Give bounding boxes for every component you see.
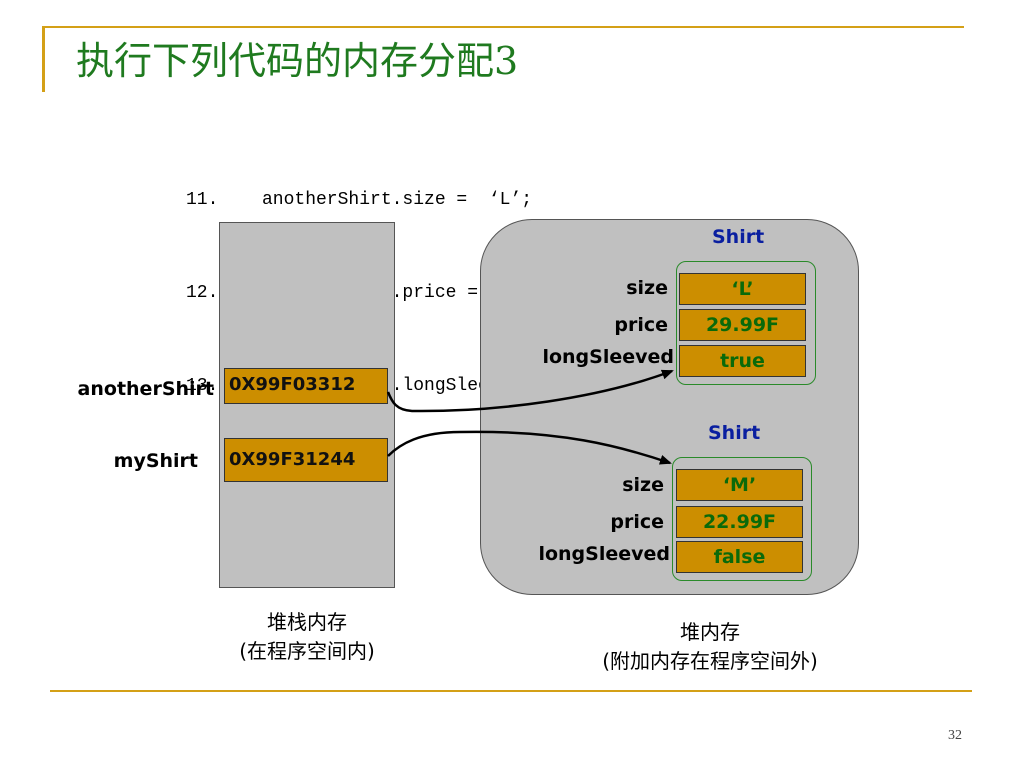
field-label-longsleeved: longSleeved bbox=[538, 543, 670, 565]
field-label-price: price bbox=[614, 314, 668, 336]
object-border bbox=[676, 261, 816, 385]
field-label-size: size bbox=[626, 277, 668, 299]
arrow-myshirt-to-object2 bbox=[387, 430, 672, 465]
object-class-name: Shirt bbox=[712, 226, 765, 248]
code-line: 11. anotherShirt.size = ‘L’; bbox=[186, 185, 608, 216]
stack-ref-cell-anothershirt: 0X99F03312 bbox=[224, 368, 388, 404]
field-label-longsleeved: longSleeved bbox=[542, 346, 674, 368]
top-rule bbox=[42, 26, 964, 28]
stack-caption-line1: 堆栈内存 bbox=[267, 610, 347, 634]
title-accent-bar bbox=[42, 26, 45, 92]
field-value-size: ‘L’ bbox=[679, 273, 806, 305]
field-value-longsleeved: false bbox=[676, 541, 803, 573]
code-line-number: 12. bbox=[186, 283, 219, 303]
field-value-longsleeved: true bbox=[679, 345, 806, 377]
heap-caption-line1: 堆内存 bbox=[680, 620, 740, 644]
arrow-anothershirt-to-object1 bbox=[386, 369, 674, 413]
object-class-name: Shirt bbox=[708, 422, 761, 444]
stack-caption: 堆栈内存 (在程序空间内) bbox=[219, 606, 395, 664]
stack-var-label-myshirt: myShirt bbox=[113, 450, 198, 472]
code-line-number: 13. bbox=[186, 376, 219, 396]
stack-ref-cell-myshirt: 0X99F31244 bbox=[224, 438, 388, 482]
code-line-text: anotherShirt.size = ‘L’; bbox=[262, 190, 533, 210]
code-line-number: 11. bbox=[186, 190, 219, 210]
object-border bbox=[672, 457, 812, 581]
stack-caption-line2: (在程序空间内) bbox=[239, 639, 375, 663]
field-value-price: 29.99F bbox=[679, 309, 806, 341]
stack-var-label-anothershirt: anotherShirt bbox=[77, 378, 214, 400]
field-value-price: 22.99F bbox=[676, 506, 803, 538]
bottom-rule bbox=[50, 690, 972, 692]
field-label-size: size bbox=[622, 474, 664, 496]
field-value-size: ‘M’ bbox=[676, 469, 803, 501]
stack-memory-area bbox=[219, 222, 395, 588]
slide-title: 执行下列代码的内存分配3 bbox=[76, 39, 519, 83]
field-label-price: price bbox=[610, 511, 664, 533]
page-number: 32 bbox=[948, 728, 962, 743]
heap-caption: 堆内存 (附加内存在程序空间外) bbox=[560, 616, 860, 674]
heap-caption-line2: (附加内存在程序空间外) bbox=[602, 649, 818, 673]
